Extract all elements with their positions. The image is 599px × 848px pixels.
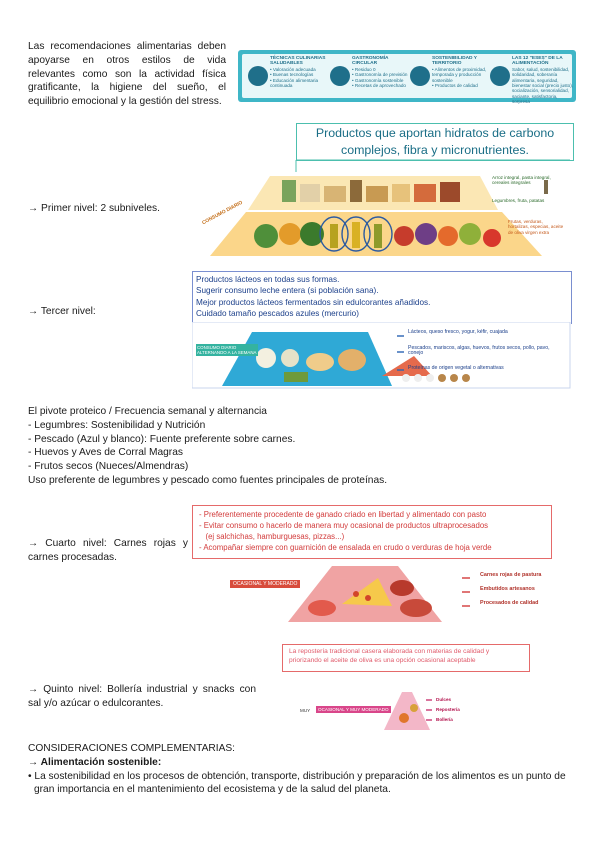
level5-label: → Quinto nivel: Bollería industrial y sn… xyxy=(28,684,256,709)
banner-block-3: SOSTENIBILIDAD Y TERRITORIO • Alimentos … xyxy=(432,56,487,89)
banner-block-1: TÉCNICAS CULINARIAS SALUDABLES • Valorac… xyxy=(270,56,326,89)
level3-info-box: Productos lácteos en todas sus formas. S… xyxy=(192,271,572,324)
intro-paragraph: Las recomendaciones alimentarias deben a… xyxy=(28,41,226,108)
sustainability-banner: TÉCNICAS CULINARIAS SALUDABLES • Valorac… xyxy=(238,50,576,105)
level1-pyramid xyxy=(210,159,570,256)
level3-legend-1: Lácteos, queso fresco, yogur, kéfir, cua… xyxy=(408,329,508,335)
protein-note: Uso preferente de legumbres y pescado co… xyxy=(28,474,388,486)
level5-legend-3: Bollería xyxy=(436,717,453,722)
level5-legend-2: Repostería xyxy=(436,707,460,712)
considerations-bullet: • La sostenibilidad en los procesos de o… xyxy=(28,770,566,796)
protein-heading: El pivote proteico / Frecuencia semanal … xyxy=(28,406,267,417)
level4-label: → Cuarto nivel: Carnes rojas y carnes pr… xyxy=(28,538,188,563)
level1-upper-label-2: Legumbres, fruta, patatas xyxy=(492,198,545,203)
level4-tag: OCASIONAL Y MODERADO xyxy=(230,580,301,588)
level5-tag-left: MUY xyxy=(300,708,311,713)
level4-legend-1: Carnes rojas de pastura xyxy=(480,572,542,578)
level3-legend-3: Proteínas de origen vegetal o alternativ… xyxy=(408,365,504,371)
level4-legend-3: Procesados de calidad xyxy=(480,600,539,606)
protein-item: - Frutos secos (Nueces/Almendras) xyxy=(28,461,189,473)
protein-section: El pivote proteico / Frecuencia semanal … xyxy=(28,405,568,488)
protein-item: - Legumbres: Sostenibilidad y Nutrición xyxy=(28,419,206,431)
level4-info-box: - Preferentemente procedente de ganado c… xyxy=(192,505,552,559)
considerations-heading: CONSIDERACIONES COMPLEMENTARIAS: xyxy=(28,743,235,754)
level1-upper-label-1: Arroz integral, pasta integral, cereales… xyxy=(492,175,551,186)
level3-legend-2: Pescados, mariscos, algas, huevos, fruto… xyxy=(408,345,550,357)
level5-legend-1: Dulces xyxy=(436,697,452,702)
level3-side-text: CONSUMO DIARIO ALTERNANDO A LA SEMANA xyxy=(196,344,258,356)
level1-label: → Primer nivel: 2 subniveles. xyxy=(28,203,160,214)
considerations-section: CONSIDERACIONES COMPLEMENTARIAS: → Alime… xyxy=(28,742,576,797)
banner-icons xyxy=(242,54,572,98)
protein-item: - Huevos y Aves de Corral Magras xyxy=(28,447,183,459)
banner-block-4: LAS 12 "ESES" DE LA ALIMENTACIÓN Sabor, … xyxy=(512,56,574,105)
banner-block-2: GASTRONOMÍA CIRCULAR • Residuo 0 • Gastr… xyxy=(352,56,408,89)
level1-lower-label: Frutas, verduras, hortalizas, especias, … xyxy=(508,219,564,235)
level1-callout: Productos que aportan hidratos de carbon… xyxy=(296,123,574,161)
level5-info-box: La repostería tradicional casera elabora… xyxy=(282,644,530,672)
level4-legend-2: Embutidos artesanos xyxy=(480,586,535,592)
level5-tag: OCASIONAL Y MUY MODERADO xyxy=(316,706,391,713)
level5-pyramid xyxy=(384,692,432,730)
level3-label: → Tercer nivel: xyxy=(28,306,96,317)
considerations-sub: → Alimentación sostenible: xyxy=(28,756,162,768)
level4-pyramid xyxy=(288,566,470,622)
protein-item: - Pescado (Azul y blanco): Fuente prefer… xyxy=(28,433,296,445)
